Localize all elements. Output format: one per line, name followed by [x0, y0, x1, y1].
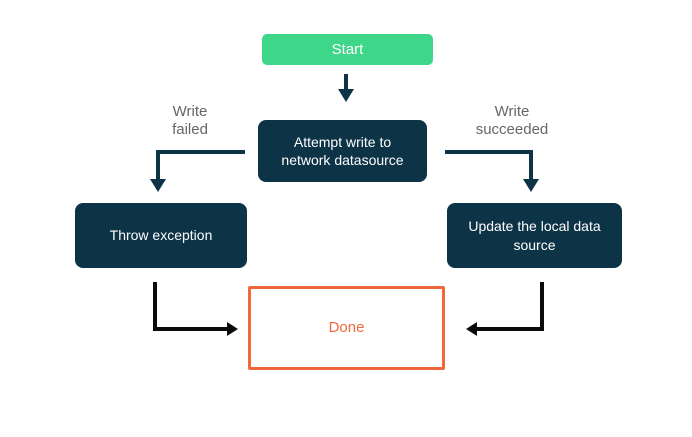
- arrow-attempt-to-throw-vertical: [156, 150, 160, 179]
- node-start-label: Start: [331, 40, 364, 58]
- arrow-attempt-to-update-horizontal: [445, 150, 533, 154]
- arrowhead-down-icon: [523, 179, 539, 192]
- arrow-update-to-done-vertical: [540, 282, 544, 331]
- arrowhead-down-icon: [338, 89, 354, 102]
- node-start: Start: [262, 34, 433, 65]
- node-update-local-data-label: Update the local data source: [468, 218, 601, 253]
- node-throw-exception: Throw exception: [75, 203, 247, 268]
- node-throw-exception-label: Throw exception: [109, 227, 213, 244]
- arrow-update-to-done-horizontal: [477, 327, 544, 331]
- edge-label-write-succeeded: Write succeeded: [475, 103, 549, 138]
- arrowhead-left-icon: [466, 322, 477, 336]
- node-done: Done: [248, 286, 445, 370]
- node-update-local-data: Update the local data source: [447, 203, 622, 268]
- arrow-start-to-attempt-line: [344, 74, 348, 90]
- arrow-attempt-to-throw-horizontal: [156, 150, 245, 154]
- arrowhead-right-icon: [227, 322, 238, 336]
- arrow-throw-to-done-vertical: [153, 282, 157, 331]
- arrow-throw-to-done-horizontal: [153, 327, 227, 331]
- node-attempt-write-label: Attempt write to network datasource: [281, 133, 404, 168]
- arrow-attempt-to-update-vertical: [529, 150, 533, 179]
- arrowhead-down-icon: [150, 179, 166, 192]
- node-attempt-write: Attempt write to network datasource: [258, 120, 427, 182]
- node-done-label: Done: [328, 319, 365, 337]
- edge-label-write-failed: Write failed: [172, 103, 208, 138]
